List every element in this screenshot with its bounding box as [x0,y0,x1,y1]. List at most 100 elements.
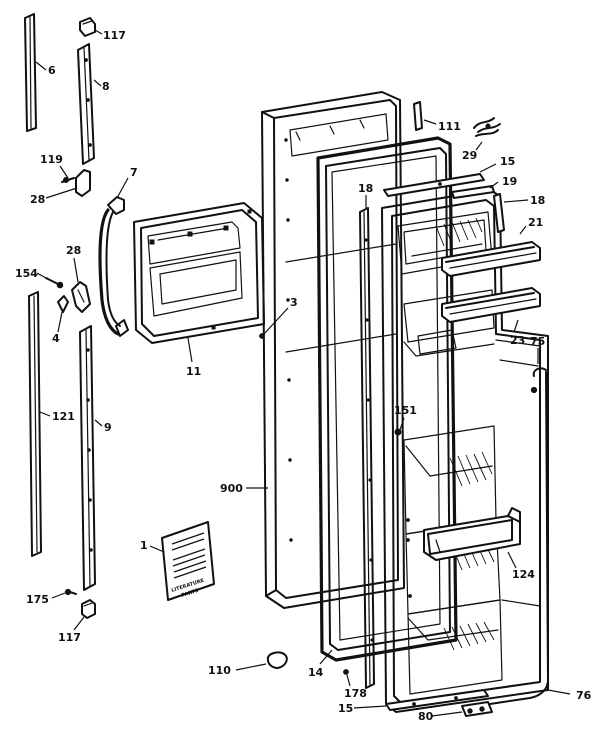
leader-117-bottom [73,616,85,631]
leader-14 [319,649,333,665]
callout-21: 21 [528,216,543,229]
part-151-grommet [394,428,402,436]
callout-75: 75 [530,335,545,348]
leader-111 [423,119,437,125]
callout-23: 23 [510,334,525,347]
leader-23 [513,319,519,333]
leader-11 [187,337,193,363]
liner-hatching [435,217,495,651]
part-6-trim-strip [24,13,37,132]
leader-15-top [479,163,497,173]
part-29-wire-harness [473,117,501,137]
callout-14: 14 [308,666,324,679]
callout-900: 900 [220,482,243,495]
part-1-literature-parts: LITERATURE PARTS [161,521,215,601]
leader-19 [489,181,499,189]
callout-117-bottom: 117 [58,631,81,644]
part-18-vertical-trim-left [359,207,375,689]
callout-18-left: 18 [358,182,373,195]
leader-28-lower [73,257,79,283]
part-80-hinge-cap [461,701,493,717]
callout-110: 110 [208,664,231,677]
literature-subtitle: PARTS [181,588,200,599]
callout-178: 178 [344,687,367,700]
leader-151 [399,417,405,431]
leader-28-top [45,187,78,199]
part-11-dispenser-housing [133,202,265,344]
leader-3 [263,307,289,335]
part-175-screw [64,588,77,596]
leader-8 [93,79,102,87]
leader-29 [475,141,483,151]
leader-15-bottom [353,705,387,709]
leader-6 [35,61,47,71]
callout-111: 111 [438,120,461,133]
callout-19: 19 [502,175,517,188]
leader-18-right [503,199,529,203]
callout-9: 9 [104,421,112,434]
callout-15-bottom: 15 [338,702,353,715]
part-28-hinge-bracket-top [61,169,91,197]
callout-117-top: 117 [103,29,126,42]
leader-154 [36,272,47,279]
leader-110 [235,663,267,671]
leader-117-top [94,29,103,35]
callout-28-lower: 28 [66,244,81,257]
part-15-trim-bar-top [383,173,485,197]
part-110-plug [266,651,288,669]
part-14-door-gasket [316,136,458,662]
part-4-clip [57,295,69,313]
callout-124: 124 [512,568,535,581]
callout-76: 76 [576,689,592,702]
leader-1 [149,545,165,553]
part-19-retainer [451,185,495,199]
leader-9 [94,419,103,427]
callout-121: 121 [52,410,75,423]
leader-178 [346,674,351,687]
part-8-hinge-strip [77,43,95,165]
callout-119: 119 [40,153,63,166]
part-3-plug [259,333,265,339]
leader-124 [507,551,517,569]
part-7-door-handle [98,196,129,337]
leader-80 [431,711,463,717]
callout-28-top: 28 [30,193,45,206]
leader-119 [59,165,69,179]
part-18-vertical-trim-right [493,193,505,233]
part-900-door-outer-shell [261,91,405,609]
leader-7 [116,177,129,199]
leader-76 [547,689,571,695]
callout-175: 175 [26,593,49,606]
callout-1: 1 [140,539,148,552]
part-124-ice-tray-shelf [423,507,521,561]
callout-3: 3 [290,296,298,309]
leader-4 [57,311,63,333]
part-21-door-shelf-upper [441,241,541,277]
part-178-screw [343,669,349,675]
callout-4: 4 [52,332,60,345]
callout-29: 29 [462,149,477,162]
part-75-clip [530,367,547,394]
callout-11: 11 [186,365,201,378]
part-117-cap-bottom [81,599,96,619]
callout-7: 7 [130,166,138,179]
part-117-cap-top [79,17,96,37]
part-23-door-shelf-lower [441,287,541,323]
callout-6: 6 [48,64,56,77]
leader-21 [519,225,527,235]
callout-15-top: 15 [500,155,515,168]
callout-8: 8 [102,80,110,93]
part-111-pin [413,101,423,131]
leader-175 [51,592,66,599]
callout-154: 154 [15,267,38,280]
part-9-hinge-strip-long [79,325,96,591]
callout-18-right: 18 [530,194,545,207]
part-28-hinge-bracket-lower [71,281,91,313]
part-76-wire-tube [489,371,549,705]
leader-121 [39,411,51,417]
callout-151: 151 [394,404,417,417]
part-15-trim-bar-bottom [385,689,489,711]
part-154-screw [45,277,64,289]
callout-80: 80 [418,710,434,723]
